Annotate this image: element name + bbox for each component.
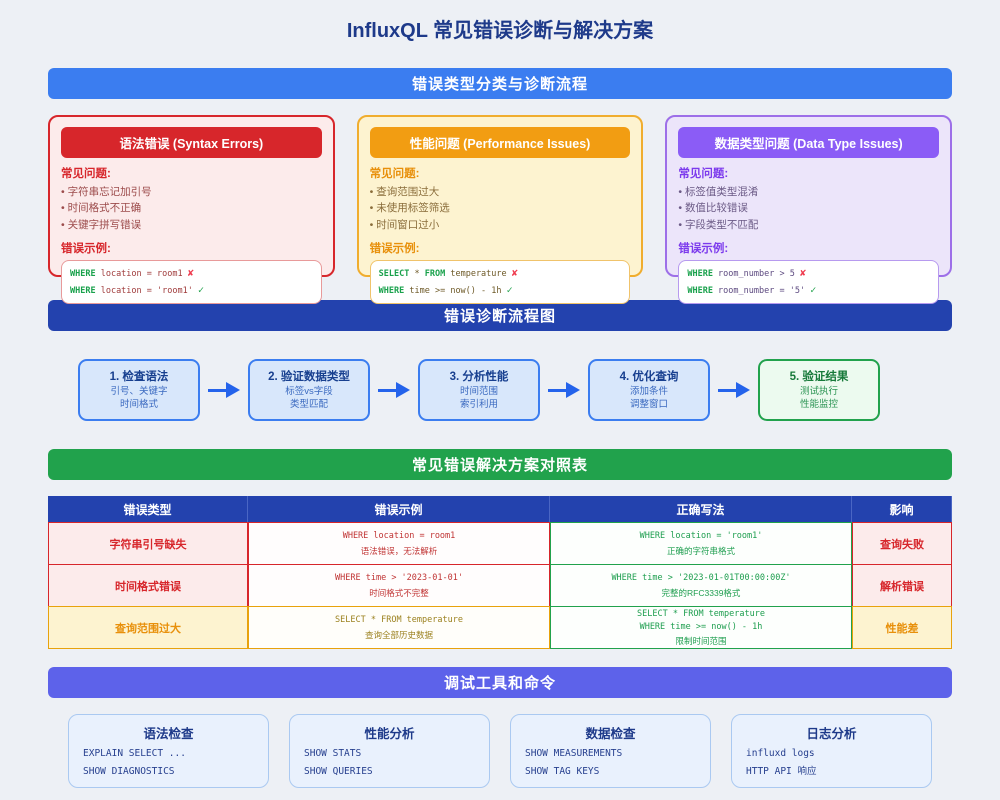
arrow-right-icon bbox=[200, 382, 248, 398]
card-datatype-issues: 数据类型问题 (Data Type Issues) 常见问题: 标签值类型混淆 … bbox=[665, 115, 953, 304]
table-header-type: 错误类型 bbox=[48, 496, 248, 523]
example-label: 错误示例: bbox=[61, 242, 111, 255]
problem-item: 标签值类型混淆 bbox=[678, 184, 939, 200]
card-syntax-title: 语法错误 (Syntax Errors) bbox=[61, 127, 322, 158]
code-example-box: SELECT * FROM temperature ✘ WHERE time >… bbox=[369, 259, 631, 304]
table-row-cell-correct: SELECT * FROM temperature WHERE time >= … bbox=[550, 606, 852, 649]
problem-item: 未使用标签筛选 bbox=[370, 200, 631, 216]
problems-list: 查询范围过大 未使用标签筛选 时间窗口过小 bbox=[370, 184, 631, 233]
table-row-cell-correct: WHERE location = 'room1' 正确的字符串格式 bbox=[550, 522, 852, 565]
problem-item: 数值比较错误 bbox=[678, 200, 939, 216]
table-row-cell-impact: 解析错误 bbox=[852, 564, 952, 607]
arrow-right-icon bbox=[540, 382, 588, 398]
table-row-cell-type: 查询范围过大 bbox=[48, 606, 248, 649]
problem-item: 字符串忘记加引号 bbox=[61, 184, 322, 200]
check-mark-icon: ✓ bbox=[506, 284, 513, 296]
flow-step-5: 5. 验证结果 测试执行性能监控 bbox=[758, 359, 880, 421]
code-line: WHERE time >= now() - 1h ✓ bbox=[378, 284, 513, 296]
code-example-box: WHERE room_number > 5 ✘ WHERE room_numbe… bbox=[678, 259, 940, 304]
section-banner-flowchart: 错误诊断流程图 bbox=[48, 300, 952, 331]
tool-card-data-check: 数据检查 SHOW MEASUREMENTS SHOW TAG KEYS bbox=[510, 714, 711, 788]
arrow-right-icon bbox=[710, 382, 758, 398]
problems-label: 常见问题: bbox=[369, 168, 420, 180]
tool-card-syntax-check: 语法检查 EXPLAIN SELECT ... SHOW DIAGNOSTICS bbox=[68, 714, 269, 788]
example-label: 错误示例: bbox=[369, 242, 420, 255]
tool-command: HTTP API 响应 bbox=[746, 766, 817, 778]
cross-mark-icon: ✘ bbox=[799, 267, 806, 279]
error-solutions-table: 错误类型 错误示例 正确写法 影响 字符串引号缺失 WHERE location… bbox=[48, 496, 952, 649]
table-row-cell-correct: WHERE time > '2023-01-01T00:00:00Z' 完整的R… bbox=[550, 564, 852, 607]
code-line: SELECT * FROM temperature ✘ bbox=[378, 267, 518, 279]
tool-card-log-analysis: 日志分析 influxd logs HTTP API 响应 bbox=[731, 714, 932, 788]
code-line: WHERE room_number > 5 ✘ bbox=[687, 267, 806, 279]
error-cards-row: 语法错误 (Syntax Errors) 常见问题: 字符串忘记加引号 时间格式… bbox=[48, 115, 953, 304]
example-label: 错误示例: bbox=[678, 242, 729, 255]
flow-step-3: 3. 分析性能 时间范围索引利用 bbox=[418, 359, 540, 421]
tool-command: SHOW STATS bbox=[304, 748, 362, 759]
card-performance-title: 性能问题 (Performance Issues) bbox=[369, 127, 631, 158]
flow-step-1: 1. 检查语法 引号、关键字时间格式 bbox=[78, 359, 200, 421]
problems-label: 常见问题: bbox=[678, 168, 729, 180]
table-row-cell-impact: 性能差 bbox=[852, 606, 952, 649]
flow-step-4: 4. 优化查询 添加条件调整窗口 bbox=[588, 359, 710, 421]
table-row-cell-example: WHERE time > '2023-01-01' 时间格式不完整 bbox=[248, 564, 550, 607]
diagnosis-flow: 1. 检查语法 引号、关键字时间格式 2. 验证数据类型 标签vs字段类型匹配 … bbox=[48, 359, 952, 421]
table-header-impact: 影响 bbox=[852, 496, 952, 523]
arrow-right-icon bbox=[370, 382, 418, 398]
table-header-correct: 正确写法 bbox=[550, 496, 852, 523]
code-line: WHERE location = 'room1' ✓ bbox=[70, 284, 204, 296]
table-row-cell-example: WHERE location = room1 语法错误，无法解析 bbox=[248, 522, 550, 565]
check-mark-icon: ✓ bbox=[810, 284, 817, 296]
problems-label: 常见问题: bbox=[61, 168, 111, 180]
problem-item: 查询范围过大 bbox=[370, 184, 631, 200]
page-title: InfluxQL 常见错误诊断与解决方案 bbox=[346, 20, 654, 42]
tools-row: 语法检查 EXPLAIN SELECT ... SHOW DIAGNOSTICS… bbox=[48, 714, 952, 788]
tool-card-performance-analysis: 性能分析 SHOW STATS SHOW QUERIES bbox=[289, 714, 490, 788]
card-performance-issues: 性能问题 (Performance Issues) 常见问题: 查询范围过大 未… bbox=[356, 115, 644, 304]
check-mark-icon: ✓ bbox=[197, 284, 204, 296]
table-row-cell-type: 时间格式错误 bbox=[48, 564, 248, 607]
code-line: WHERE location = room1 ✘ bbox=[70, 267, 194, 279]
code-example-box: WHERE location = room1 ✘ WHERE location … bbox=[61, 259, 322, 304]
tool-command: EXPLAIN SELECT ... bbox=[83, 748, 186, 759]
problems-list: 字符串忘记加引号 时间格式不正确 关键字拼写错误 bbox=[61, 184, 322, 233]
tool-command: SHOW MEASUREMENTS bbox=[525, 748, 623, 759]
cross-mark-icon: ✘ bbox=[187, 267, 194, 279]
table-header-example: 错误示例 bbox=[248, 496, 550, 523]
problems-list: 标签值类型混淆 数值比较错误 字段类型不匹配 bbox=[678, 184, 939, 233]
problem-item: 时间格式不正确 bbox=[61, 200, 322, 216]
table-row-cell-type: 字符串引号缺失 bbox=[48, 522, 248, 565]
problem-item: 字段类型不匹配 bbox=[678, 217, 939, 233]
flow-step-2: 2. 验证数据类型 标签vs字段类型匹配 bbox=[248, 359, 370, 421]
code-line: WHERE room_number = '5' ✓ bbox=[687, 284, 817, 296]
problem-item: 关键字拼写错误 bbox=[61, 217, 322, 233]
section-banner-tools: 调试工具和命令 bbox=[48, 667, 952, 698]
problem-item: 时间窗口过小 bbox=[370, 217, 631, 233]
section-banner-table: 常见错误解决方案对照表 bbox=[48, 449, 952, 480]
card-datatype-title: 数据类型问题 (Data Type Issues) bbox=[678, 127, 940, 158]
tool-command: SHOW QUERIES bbox=[304, 766, 373, 778]
table-row-cell-impact: 查询失败 bbox=[852, 522, 952, 565]
cross-mark-icon: ✘ bbox=[511, 267, 518, 279]
tool-command: SHOW TAG KEYS bbox=[525, 766, 600, 778]
tool-command: influxd logs bbox=[746, 748, 815, 759]
card-syntax-errors: 语法错误 (Syntax Errors) 常见问题: 字符串忘记加引号 时间格式… bbox=[48, 115, 335, 304]
tool-command: SHOW DIAGNOSTICS bbox=[83, 766, 175, 778]
section-banner-classification: 错误类型分类与诊断流程 bbox=[48, 68, 952, 99]
table-row-cell-example: SELECT * FROM temperature 查询全部历史数据 bbox=[248, 606, 550, 649]
